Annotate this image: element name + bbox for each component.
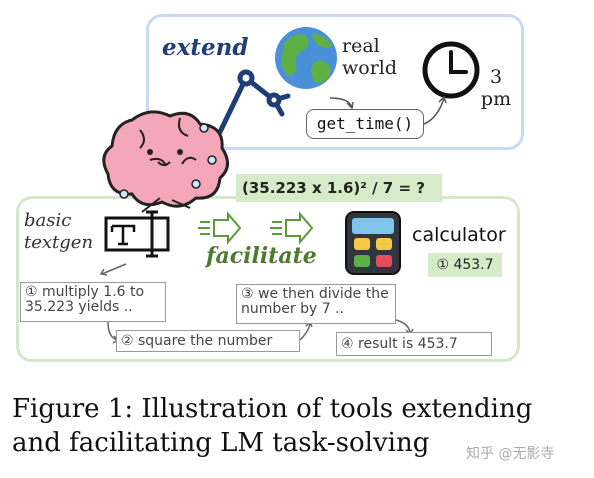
calculator-icon: [345, 211, 401, 275]
extend-label: extend: [162, 34, 249, 61]
clock-icon: [422, 41, 480, 99]
brain-icon: [102, 110, 229, 213]
step-4: ④ result is 453.7: [336, 332, 492, 356]
arrow-icon: [329, 95, 447, 125]
get-time-call: get_time(): [306, 109, 424, 139]
step-1: ① multiply 1.6 to 35.223 yields ..: [20, 282, 166, 322]
globe-icon: [275, 27, 337, 89]
step-3: ③ we then divide the number by 7 ..: [236, 284, 396, 324]
real-world-panel: [146, 14, 524, 150]
basic-textgen-label: basic textgen: [24, 210, 94, 253]
calculator-label: calculator: [412, 224, 506, 246]
clock-time-label: 3 pm: [480, 66, 512, 110]
text-cursor-icon: [104, 210, 170, 258]
real-world-label: real world: [342, 35, 398, 79]
step-2: ② square the number: [116, 330, 300, 352]
watermark: 知乎 @无影寺: [466, 446, 555, 462]
math-question: (35.223 x 1.6)² / 7 = ?: [236, 174, 442, 202]
facilitate-label: facilitate: [206, 243, 317, 269]
facilitate-arrows: [198, 211, 314, 245]
figure-caption: Figure 1: Illustration of tools extendin…: [12, 394, 533, 458]
calculator-result: ① 453.7: [428, 253, 502, 277]
robot-arm-icon: [217, 69, 291, 135]
